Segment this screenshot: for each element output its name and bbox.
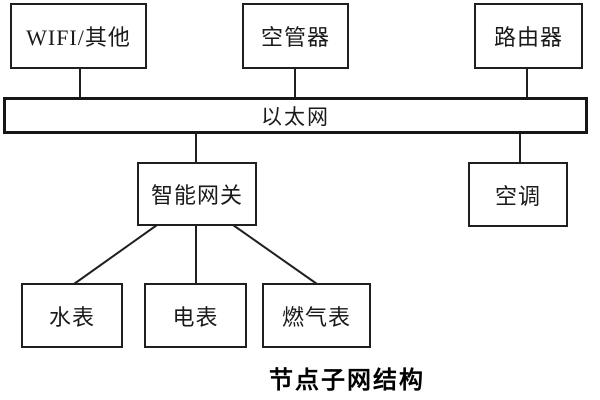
node-air-conditioner-label: 空调 bbox=[494, 183, 541, 209]
node-water-meter: 水表 bbox=[21, 283, 123, 348]
ethernet-bus-bar: 以太网 bbox=[3, 97, 588, 134]
node-router: 路由器 bbox=[474, 3, 583, 69]
node-electric-meter-label: 电表 bbox=[172, 304, 219, 330]
ethernet-bus-label: 以太网 bbox=[261, 104, 330, 129]
connector-gateway-water bbox=[73, 224, 158, 285]
node-wifi: WIFI/其他 bbox=[10, 3, 147, 69]
node-smart-gateway-label: 智能网关 bbox=[150, 183, 243, 208]
node-smart-gateway: 智能网关 bbox=[137, 162, 257, 226]
node-gas-meter: 燃气表 bbox=[262, 283, 371, 348]
node-gas-meter-label: 燃气表 bbox=[281, 304, 351, 330]
diagram-caption: 节点子网结构 bbox=[269, 367, 425, 394]
node-water-meter-label: 水表 bbox=[48, 304, 95, 330]
connector-gateway-gas bbox=[232, 224, 318, 285]
node-wifi-label: WIFI/其他 bbox=[26, 25, 131, 50]
node-electric-meter: 电表 bbox=[144, 283, 247, 348]
node-router-label: 路由器 bbox=[493, 25, 563, 50]
node-air-controller-label: 空管器 bbox=[260, 25, 330, 50]
node-air-controller: 空管器 bbox=[242, 3, 349, 69]
node-air-conditioner: 空调 bbox=[468, 162, 568, 227]
